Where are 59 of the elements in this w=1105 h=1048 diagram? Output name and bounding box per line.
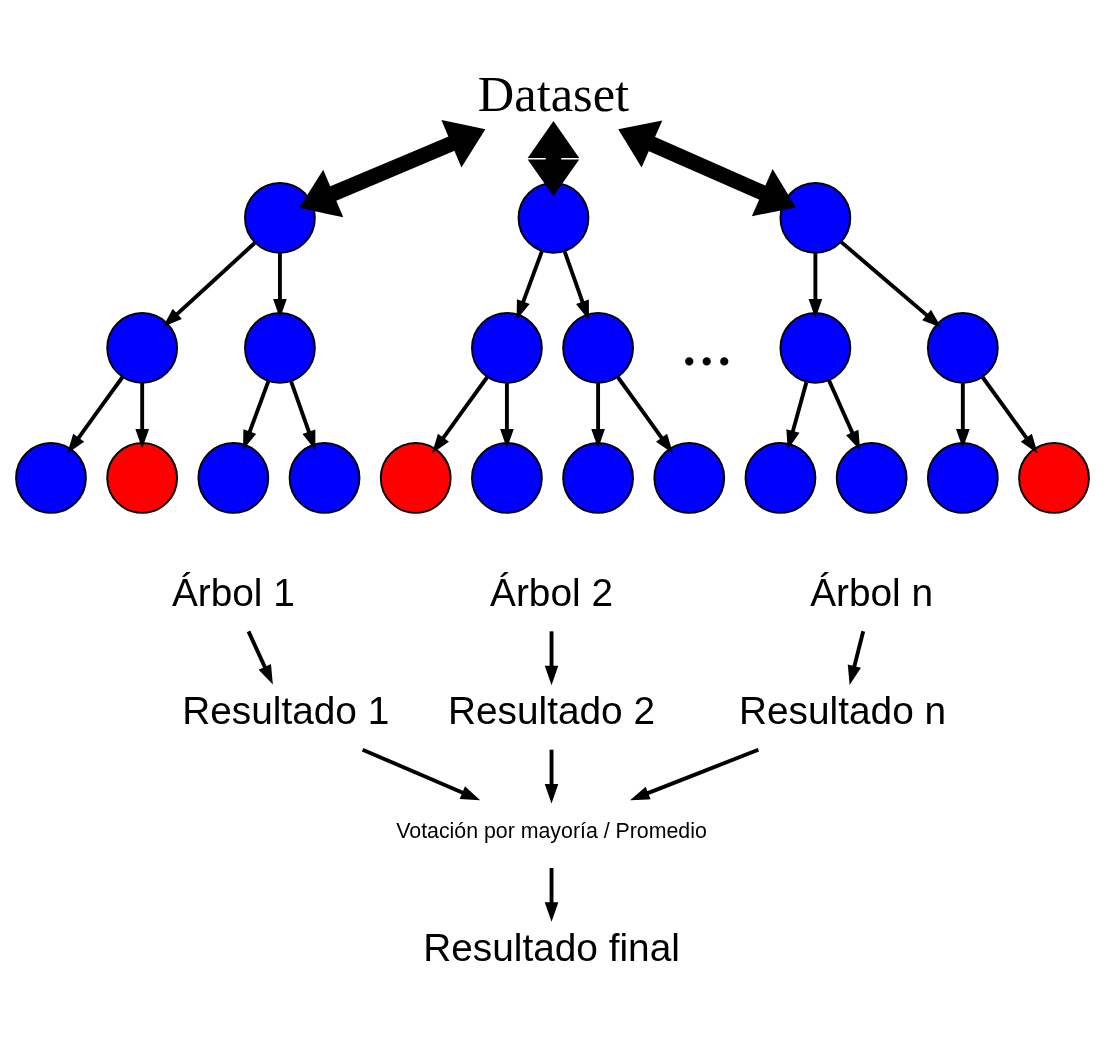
label: ... [680, 302, 733, 380]
node-circle [471, 441, 543, 514]
node-circle [106, 441, 179, 514]
node-text: Resultado n [739, 688, 947, 732]
node-text: Árbol n [810, 570, 934, 614]
arrow [786, 381, 809, 450]
node-circle [1018, 441, 1090, 514]
arrow [839, 239, 942, 328]
arrow [273, 252, 287, 319]
arrow [618, 119, 796, 216]
node-circle [779, 311, 852, 384]
arrow [808, 252, 823, 319]
node-circle [15, 441, 87, 514]
arrow [299, 119, 486, 217]
arrow [246, 630, 273, 685]
node-circle [562, 441, 634, 514]
node-text: Árbol 2 [490, 570, 613, 614]
node-text: Dataset [477, 65, 630, 122]
node-circle [106, 311, 179, 384]
arrow [361, 747, 481, 800]
node-circle [517, 181, 590, 254]
node-circle [288, 441, 361, 514]
node-circle [244, 181, 316, 254]
node-circle [926, 311, 999, 384]
arrow [591, 382, 605, 449]
arrow [243, 379, 271, 450]
arrow [432, 375, 489, 453]
arrow [500, 382, 514, 449]
node-circle [197, 441, 270, 514]
node-text: Resultado 2 [448, 688, 656, 732]
arrow [135, 382, 149, 449]
node-circle [926, 441, 999, 514]
node-text: Resultado final [423, 925, 680, 969]
node-circle [653, 441, 726, 514]
arrow [162, 241, 256, 327]
node-text: Resultado 1 [182, 688, 390, 732]
node-circle [471, 311, 543, 384]
arrow [544, 867, 559, 922]
arrow [827, 379, 861, 450]
node-circle [779, 181, 852, 254]
node-circle [562, 311, 634, 384]
node-circle [835, 441, 908, 514]
arrow [616, 375, 673, 453]
arrow [67, 375, 124, 453]
arrow [544, 630, 559, 685]
node-circle [244, 311, 316, 384]
arrow [956, 382, 970, 449]
arrow [847, 630, 866, 685]
arrow [981, 375, 1038, 453]
arrow [544, 749, 559, 803]
arrow [527, 120, 580, 196]
node-circle [379, 441, 452, 514]
node-circle [744, 441, 817, 514]
arrow [562, 250, 589, 320]
node-text: Árbol 1 [171, 570, 295, 614]
arrow [630, 747, 760, 800]
arrow [516, 249, 544, 320]
arrow [289, 380, 316, 450]
node-text: Votación por mayoría / Promedio [396, 818, 707, 843]
